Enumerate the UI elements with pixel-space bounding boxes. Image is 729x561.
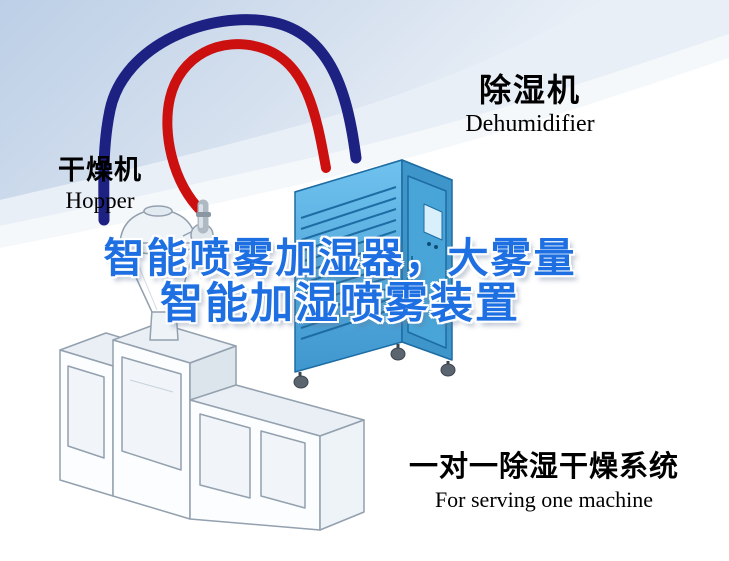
hopper-dryer-illustration (119, 205, 214, 341)
dehumidifier-illustration (293, 159, 456, 389)
watermark-line1: 智能喷雾加湿器，大雾量 (103, 235, 577, 281)
hose-elbow-fitting (196, 199, 211, 234)
caption-zh: 一对一除湿干燥系统 (408, 451, 679, 483)
dehumidifier-label-zh: 除湿机 (478, 72, 581, 108)
watermark-line2: 智能加湿喷雾装置 (160, 280, 520, 328)
caption-block: 一对一除湿干燥系统 For serving one machine (398, 452, 690, 513)
watermark-headline: 智能喷雾加湿器，大雾量 智能加湿喷雾装置 (0, 238, 680, 326)
caption-en: For serving one machine (434, 487, 654, 513)
dehumidifier-label-en: Dehumidifier (465, 110, 595, 137)
blue-hose (98, 14, 362, 226)
hopper-label-zh: 干燥机 (58, 155, 142, 185)
dehumidifier-label: 除湿机 Dehumidifier (448, 72, 612, 137)
hopper-label-en: Hopper (65, 188, 135, 214)
red-hose (162, 39, 331, 217)
hopper-label: 干燥机 Hopper (42, 156, 158, 214)
extruder-machine-illustration (59, 322, 365, 531)
